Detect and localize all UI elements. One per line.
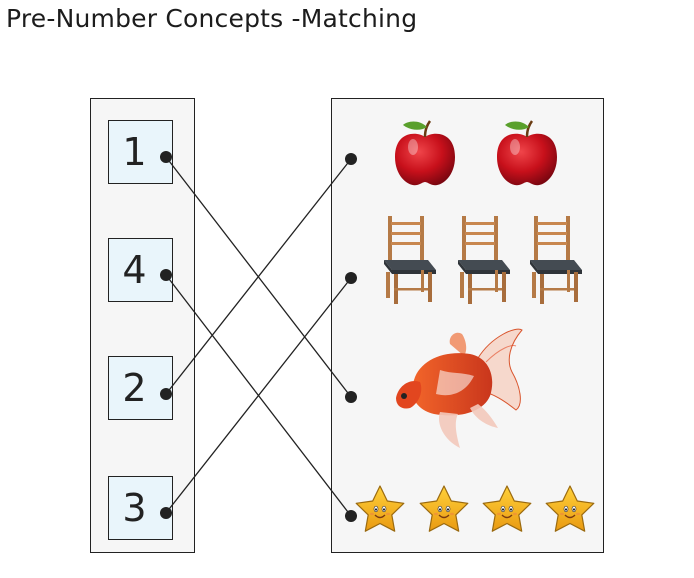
number-1-dot[interactable]	[160, 151, 172, 163]
smiling-star-icon	[355, 485, 405, 532]
number-label: 2	[122, 366, 147, 410]
worksheet-title: Pre-Number Concepts -Matching	[6, 4, 418, 33]
chair-icon	[384, 216, 436, 304]
number-label: 1	[122, 130, 147, 174]
fish-row-dot[interactable]	[345, 391, 357, 403]
number-4-dot[interactable]	[160, 269, 172, 281]
smiling-star-icon	[545, 485, 595, 532]
chair-icon	[458, 216, 510, 304]
number-box-1[interactable]: 1	[108, 120, 173, 184]
number-3-dot[interactable]	[160, 507, 172, 519]
number-box-4[interactable]: 4	[108, 238, 173, 302]
number-box-2[interactable]: 2	[108, 356, 173, 420]
apple-icon	[495, 119, 559, 187]
chairs-row-dot[interactable]	[345, 272, 357, 284]
match-line-2-to-apples	[165, 158, 352, 395]
number-label: 4	[122, 248, 147, 292]
smiling-star-icon	[482, 485, 532, 532]
number-label: 3	[122, 486, 147, 530]
match-line-3-to-chairs	[165, 277, 352, 514]
apple-icon	[393, 119, 457, 187]
smiling-star-icon	[419, 485, 469, 532]
goldfish-icon	[396, 328, 523, 448]
chair-icon	[530, 216, 582, 304]
match-lines	[165, 156, 352, 517]
stars-row-dot[interactable]	[345, 510, 357, 522]
pictures-column	[331, 98, 604, 553]
apples-row-dot[interactable]	[345, 153, 357, 165]
number-box-3[interactable]: 3	[108, 476, 173, 540]
number-2-dot[interactable]	[160, 388, 172, 400]
